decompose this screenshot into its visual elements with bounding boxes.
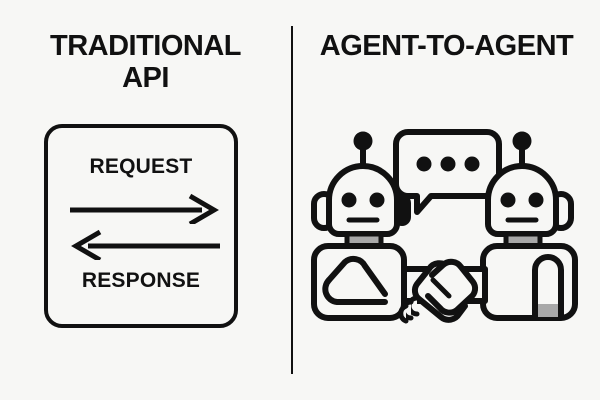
request-label: REQUEST: [89, 155, 193, 178]
agent-to-agent-panel: AGENT-TO-AGENT: [293, 0, 600, 400]
response-label: RESPONSE: [81, 269, 201, 292]
request-response-card: REQUEST RESPONSE: [44, 124, 238, 328]
agent-to-agent-heading: AGENT-TO-AGENT: [319, 30, 574, 62]
robot-left: [311, 131, 435, 321]
handshake-icon: [398, 258, 479, 324]
panel-divider: [291, 26, 293, 374]
speech-bubble-dots: [416, 156, 480, 172]
response-arrow-left-icon: [71, 229, 220, 260]
request-arrow-right-icon: [70, 193, 219, 224]
speech-bubble-icon: [393, 129, 502, 215]
traditional-api-heading: TRADITIONAL API: [49, 30, 242, 95]
two-robots-handshake-illustration: [311, 129, 578, 324]
traditional-api-panel: TRADITIONAL API REQUEST RESPONSE: [0, 0, 291, 400]
